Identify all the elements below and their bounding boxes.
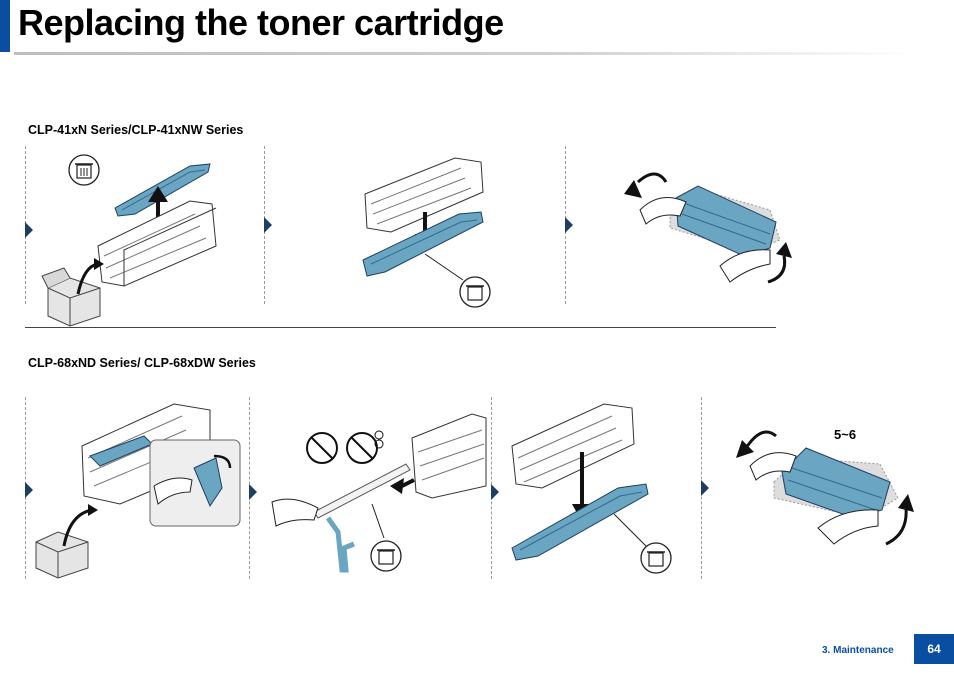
step2-illustration-clp68x	[271, 413, 487, 573]
seal-tape	[313, 463, 411, 519]
hand-icon	[749, 452, 797, 481]
zoom-inset	[149, 439, 241, 527]
hand-icon	[639, 197, 687, 225]
step3-illustration-clp41x	[624, 172, 792, 284]
toner-cartridge	[364, 157, 484, 233]
pull-tab	[325, 516, 355, 573]
footer-section-label: 3. Maintenance	[822, 645, 894, 656]
recycle-bin-icon	[640, 542, 672, 574]
toner-cover	[511, 483, 649, 561]
recycle-bin-icon	[370, 540, 402, 572]
toner-cartridge	[773, 447, 899, 519]
step-arrow-icon	[249, 484, 257, 500]
box-icon	[41, 267, 101, 327]
recycle-bin-icon	[459, 276, 491, 308]
rotate-arrow-icon	[744, 430, 777, 449]
hand-icon	[719, 249, 771, 283]
toner-cover	[362, 211, 484, 277]
step1-illustration-clp41x	[41, 154, 217, 327]
hand-icon	[817, 509, 879, 545]
title-underline	[14, 52, 914, 55]
left-arrow-icon	[390, 478, 415, 494]
step1-illustration-clp68x	[35, 403, 241, 579]
toner-cartridge	[97, 200, 217, 287]
hand-icon	[153, 477, 193, 505]
step-arrow-icon	[25, 222, 33, 238]
step2-illustration-clp41x	[362, 157, 491, 308]
step3-illustration-clp68x	[511, 403, 672, 574]
recycle-bin-icon	[68, 154, 100, 186]
section-heading-clp41x: CLP-41xN Series/CLP-41xNW Series	[28, 123, 244, 137]
toner-cartridge	[411, 413, 487, 499]
toner-cartridge	[669, 185, 781, 257]
step-range-label: 5~6	[834, 427, 857, 442]
rotate-arrow-icon	[213, 454, 232, 469]
toner-cover	[114, 163, 211, 217]
page-title: Replacing the toner cartridge	[18, 2, 504, 43]
section-separator	[25, 327, 776, 328]
rotate-arrow-icon	[767, 255, 787, 284]
page-number: 64	[914, 634, 954, 664]
section-heading-clp68x: CLP-68xND Series/ CLP-68xDW Series	[28, 356, 256, 370]
step-arrow-icon	[491, 484, 499, 500]
hand-icon	[271, 498, 319, 527]
no-magnet-icon	[306, 432, 338, 464]
step-arrow-icon	[264, 217, 272, 233]
box-icon	[35, 531, 89, 579]
title-accent-bar	[0, 0, 10, 52]
step-arrow-icon	[25, 482, 33, 498]
rotate-arrow-icon	[637, 172, 668, 184]
step-arrow-icon	[565, 217, 573, 233]
no-ring-icon	[346, 430, 384, 464]
step-arrow-icon	[701, 480, 709, 496]
toner-cartridge	[511, 403, 635, 489]
step4-illustration-clp68x	[736, 430, 914, 546]
rotate-arrow-icon	[885, 507, 908, 546]
